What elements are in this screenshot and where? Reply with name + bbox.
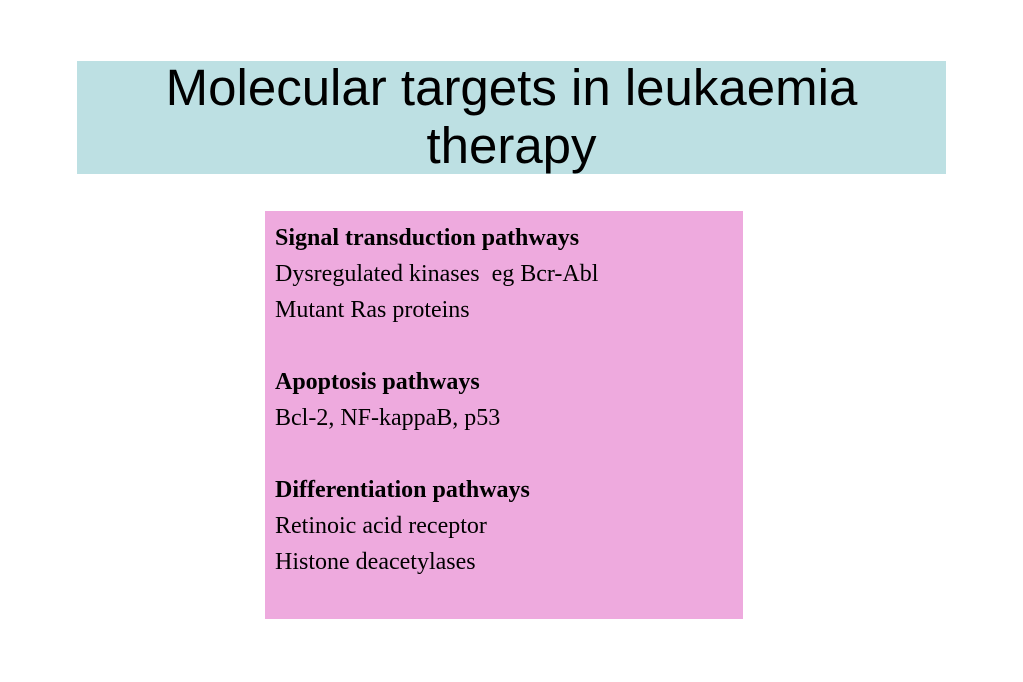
- section-signal-transduction: Signal transduction pathways Dysregulate…: [275, 220, 743, 328]
- content-box: Signal transduction pathways Dysregulate…: [265, 211, 743, 619]
- section-differentiation: Differentiation pathways Retinoic acid r…: [275, 472, 743, 580]
- section-item: Bcl-2, NF-kappaB, p53: [275, 405, 501, 431]
- slide-title-line-2: therapy: [426, 116, 597, 174]
- slide-title-line-1: Molecular targets in leukaemia: [165, 58, 858, 116]
- section-item: Retinoic acid receptor: [275, 513, 487, 539]
- section-apoptosis: Apoptosis pathways Bcl-2, NF-kappaB, p53: [275, 364, 743, 436]
- slide-title-box: Molecular targets in leukaemia therapy: [77, 59, 946, 175]
- section-item: Dysregulated kinases eg Bcr-Abl: [275, 261, 599, 287]
- section-item: Mutant Ras proteins: [275, 297, 470, 323]
- section-heading: Differentiation pathways: [275, 477, 530, 503]
- section-heading: Apoptosis pathways: [275, 369, 480, 395]
- section-item: Histone deacetylases: [275, 549, 476, 575]
- section-heading: Signal transduction pathways: [275, 225, 580, 251]
- slide-title: Molecular targets in leukaemia therapy: [166, 59, 858, 175]
